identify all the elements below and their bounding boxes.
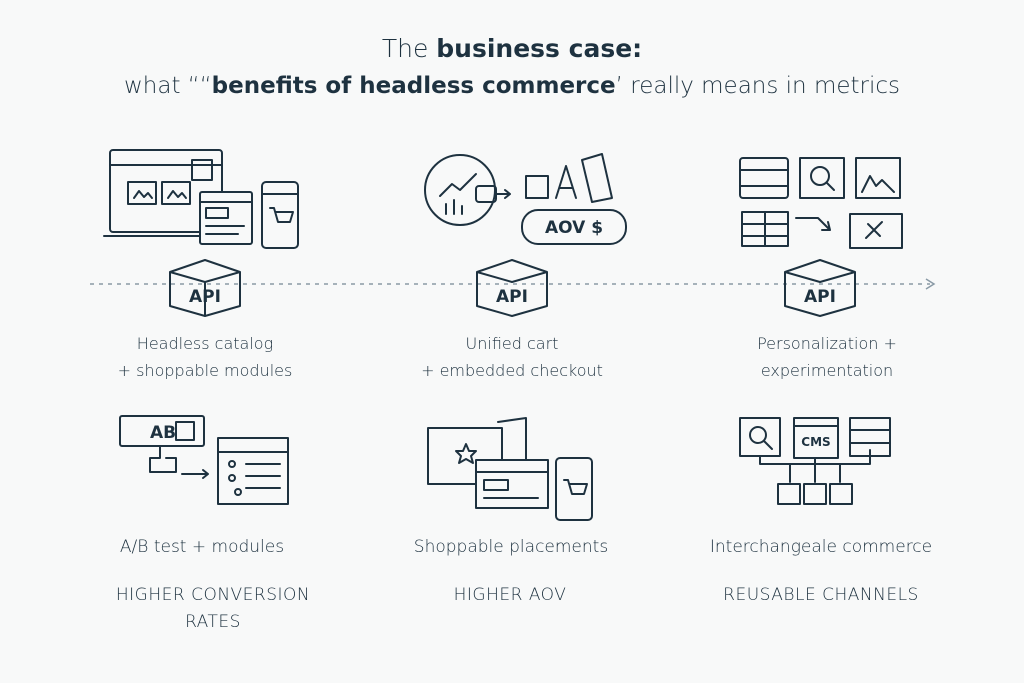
api-label: API bbox=[189, 287, 221, 307]
label-line-2: experimentation bbox=[760, 361, 894, 380]
title-line-2: what ““benefits of headless commerce’ re… bbox=[0, 73, 1024, 99]
subtitle-suffix: ’ really means in metrics bbox=[615, 73, 900, 99]
cms-channels-icon bbox=[739, 417, 891, 505]
subtitle-prefix: what ““ bbox=[124, 73, 212, 99]
storefront-devices-icon bbox=[103, 149, 299, 249]
column-3-metric: REUSABLE CHANNELS bbox=[671, 582, 971, 609]
column-2-label: Unified cart + embedded checkout bbox=[362, 330, 662, 384]
api-label: API bbox=[496, 287, 528, 307]
label-line-1: Unified cart bbox=[465, 334, 559, 353]
cms-label: CMS bbox=[801, 435, 830, 449]
aov-growth-icon bbox=[424, 153, 627, 245]
subtitle-bold: benefits of headless commerce bbox=[211, 73, 616, 99]
column-1-metric: HIGHER CONVERSION RATES bbox=[63, 582, 363, 636]
api-node-2: API bbox=[476, 259, 548, 317]
column-2-tactic: Shoppable placements bbox=[413, 537, 609, 557]
shoppable-placements-icon bbox=[427, 417, 593, 521]
column-3-tactic: Interchangeale commerce bbox=[709, 537, 933, 557]
aov-label: AOV $ bbox=[545, 218, 603, 238]
api-label: API bbox=[804, 287, 836, 307]
title-line-1: The business case: bbox=[0, 34, 1024, 63]
title-prefix: The bbox=[381, 34, 437, 63]
dashed-flow-line bbox=[90, 278, 936, 290]
ab-test-icon bbox=[119, 415, 289, 505]
column-1-tactic: A/B test + modules bbox=[119, 537, 285, 557]
api-node-1: API bbox=[169, 259, 241, 317]
metric-line-1: HIGHER CONVERSION bbox=[115, 585, 311, 605]
column-1-label: Headless catalog + shoppable modules bbox=[55, 330, 355, 384]
metric-line-1: HIGHER AOV bbox=[453, 585, 567, 605]
label-line-2: + shoppable modules bbox=[117, 361, 293, 380]
label-line-1: Personalization + bbox=[757, 334, 897, 353]
metric-line-2: RATES bbox=[185, 612, 241, 632]
ab-label: AB bbox=[150, 423, 176, 443]
column-3-label: Personalization + experimentation bbox=[677, 330, 977, 384]
label-line-2: + embedded checkout bbox=[421, 361, 603, 380]
column-2-metric: HIGHER AOV bbox=[360, 582, 660, 609]
metric-line-1: REUSABLE CHANNELS bbox=[723, 585, 919, 605]
api-node-3: API bbox=[784, 259, 856, 317]
personalization-modules-icon bbox=[739, 157, 903, 249]
label-line-1: Headless catalog bbox=[136, 334, 274, 353]
title-bold: business case: bbox=[436, 34, 643, 63]
